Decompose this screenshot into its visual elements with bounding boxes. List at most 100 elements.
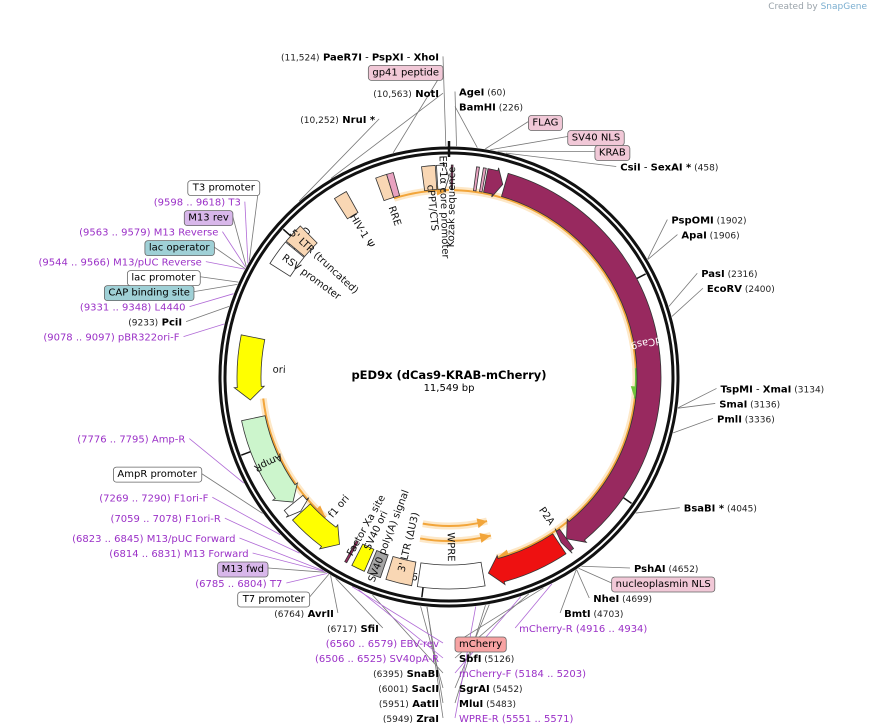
site-label-11-524-paer7i-pspxi-xhoi[interactable]: (11,524) PaeR7I - PspXI - XhoI <box>281 52 439 63</box>
site-label-9233-pcii[interactable]: (9233) PciI <box>128 318 182 329</box>
site-label-pspomi-1902[interactable]: PspOMI (1902) <box>671 216 746 227</box>
label-segment: (6395) <box>373 670 403 680</box>
site-label-t3-promoter[interactable]: T3 promoter <box>192 183 256 194</box>
feature-3-ltr-u3[interactable] <box>385 555 417 587</box>
site-label-lac-operator[interactable]: lac operator <box>149 243 210 254</box>
site-label-bsabi-4045[interactable]: BsaBI * (4045) <box>684 504 757 515</box>
site-label-6764-avrii[interactable]: (6764) AvrII <box>274 609 334 620</box>
site-label-sbfi-5126[interactable]: SbfI (5126) <box>459 654 514 665</box>
site-label-7776-7795-amp-r[interactable]: (7776 .. 7795) Amp-R <box>77 435 185 446</box>
feature-ampr-promoter[interactable] <box>283 494 310 518</box>
site-label-9563-9579-m13-reverse[interactable]: (9563 .. 9579) M13 Reverse <box>79 228 218 239</box>
site-label-ecorv-2400[interactable]: EcoRV (2400) <box>707 284 775 295</box>
site-label-10-563-noti[interactable]: (10,563) NotI <box>373 89 439 100</box>
site-label-sgrai-5452[interactable]: SgrAI (5452) <box>459 684 523 695</box>
site-label-lac-promoter[interactable]: lac promoter <box>131 273 196 284</box>
site-label-smai-3136[interactable]: SmaI (3136) <box>719 399 780 410</box>
site-label-gp41-peptide[interactable]: gp41 peptide <box>372 67 439 78</box>
site-label-cap-binding-site[interactable]: CAP binding site <box>108 288 190 299</box>
label-segment: EcoRV <box>707 284 742 295</box>
label-leader-line <box>239 537 324 572</box>
label-leader-line <box>200 472 263 514</box>
site-label-10-252-nrui[interactable]: (10,252) NruI * <box>300 115 376 126</box>
site-label-6717-sfii[interactable]: (6717) SfiI <box>327 624 379 635</box>
label-segment: PaeR7I <box>319 52 361 63</box>
site-label-6001-sacii[interactable]: (6001) SacII <box>378 684 439 695</box>
feature-rsv-promoter[interactable] <box>269 241 305 277</box>
label-segment: (6560 .. 6579) <box>326 639 398 650</box>
feature-sv40-nls[interactable] <box>479 167 487 193</box>
label-segment: SexAI <box>651 162 683 173</box>
site-label-mcherry-f-5184-5203[interactable]: mCherry-F (5184 .. 5203) <box>459 669 586 680</box>
site-label-6814-6831-m13-forward[interactable]: (6814 .. 6831) M13 Forward <box>109 549 248 560</box>
feature-flag[interactable] <box>473 166 480 192</box>
feature-5-ltr-truncated[interactable] <box>285 225 318 258</box>
site-label-9544-9566-m13-puc-reverse[interactable]: (9544 .. 9566) M13/pUC Reverse <box>38 258 201 269</box>
feature-krab[interactable] <box>483 167 504 198</box>
site-label-9598-9618-t3[interactable]: (9598 .. 9618) T3 <box>154 198 241 209</box>
feature-mcherry[interactable] <box>487 533 567 586</box>
site-label-6506-6525-sv40pa-r[interactable]: (6506 .. 6525) SV40pA-R <box>315 654 439 665</box>
site-label-nhei-4699[interactable]: NheI (4699) <box>593 594 652 605</box>
label-leader-line <box>308 574 330 599</box>
site-label-mcherry-r-4916-4934[interactable]: mCherry-R (4916 .. 4934) <box>519 624 647 635</box>
site-label-m13-fwd[interactable]: M13 fwd <box>222 564 264 575</box>
site-label-9331-9348-l4440[interactable]: (9331 .. 9348) L4440 <box>80 303 186 314</box>
feature-sv40-ori[interactable] <box>351 543 375 572</box>
feature-hiv-1[interactable] <box>333 190 359 220</box>
label-segment: T7 promoter <box>242 594 306 605</box>
label-leader-line <box>647 219 668 260</box>
site-label-csii-sexai-458[interactable]: CsiI - SexAI * (458) <box>620 162 718 173</box>
site-label-5951-aatii[interactable]: (5951) AatII <box>379 699 439 710</box>
label-segment: M13 rev <box>188 213 229 224</box>
site-label-6785-6804-t7[interactable]: (6785 .. 6804) T7 <box>195 579 282 590</box>
feature-cppt-cts[interactable] <box>421 165 438 192</box>
feature-ef-1-core-promoter[interactable] <box>436 161 450 193</box>
feature-label-ori: ori <box>272 364 285 376</box>
site-label-pshai-4652[interactable]: PshAI (4652) <box>634 564 698 575</box>
site-label-bmti-4703[interactable]: BmtI (4703) <box>564 609 623 620</box>
site-label-5949-zrai[interactable]: (5949) ZraI <box>383 714 439 725</box>
site-label-6823-6845-m13-puc-forward[interactable]: (6823 .. 6845) M13/pUC Forward <box>72 534 235 545</box>
site-label-t7-promoter[interactable]: T7 promoter <box>242 594 306 605</box>
site-label-7059-7078-f1ori-r[interactable]: (7059 .. 7078) F1ori-R <box>111 514 221 525</box>
site-label-tspmi-xmai-3134[interactable]: TspMI - XmaI (3134) <box>721 384 825 395</box>
feature-ori[interactable] <box>233 334 266 401</box>
site-label-apai-1906[interactable]: ApaI (1906) <box>681 231 739 242</box>
site-label-agei-60[interactable]: AgeI (60) <box>459 87 506 98</box>
label-segment: NruI <box>339 115 367 126</box>
label-segment: (9563 .. 9579) <box>79 228 151 239</box>
site-label-krab[interactable]: KRAB <box>599 147 626 158</box>
site-label-ampr-promoter[interactable]: AmpR promoter <box>117 469 197 480</box>
feature-label-f1-ori: f1 ori <box>327 493 352 520</box>
site-label-pmli-3336[interactable]: PmlI (3336) <box>717 414 775 425</box>
site-label-m13-rev[interactable]: M13 rev <box>188 213 229 224</box>
feature-factor-xa-site[interactable] <box>344 540 359 564</box>
site-label-pasi-2316[interactable]: PasI (2316) <box>701 269 757 280</box>
feature-label-box <box>367 64 444 81</box>
site-label-9078-9097-pbr322ori-f[interactable]: (9078 .. 9097) pBR322ori-F <box>43 333 179 344</box>
site-label-bamhi-226[interactable]: BamHI (226) <box>459 102 523 113</box>
feature-sv40-poly-a-signal[interactable] <box>366 550 389 579</box>
site-label-mlui-5483[interactable]: MluI (5483) <box>459 699 516 710</box>
label-segment: XmaI <box>763 384 792 395</box>
site-label-wpre-r-5551-5571[interactable]: WPRE-R (5551 .. 5571) <box>459 714 573 725</box>
feature-label-wpre: WPRE <box>445 532 456 561</box>
site-label-sv40-nls[interactable]: SV40 NLS <box>572 132 621 143</box>
site-label-mcherry[interactable]: mCherry <box>459 639 502 650</box>
site-label-flag[interactable]: FLAG <box>532 117 558 128</box>
site-label-6395-snabi[interactable]: (6395) SnaBI <box>373 669 439 680</box>
feature-f1-ori[interactable] <box>292 503 340 550</box>
label-segment: (6506 .. 6525) <box>315 654 387 665</box>
feature-dcas9[interactable] <box>500 172 662 543</box>
label-leader-line <box>189 438 245 484</box>
site-label-7269-7290-f1ori-f[interactable]: (7269 .. 7290) F1ori-F <box>99 493 208 504</box>
site-label-nucleoplasmin-nls[interactable]: nucleoplasmin NLS <box>616 579 711 590</box>
label-segment: (458) <box>691 163 718 173</box>
site-label-6560-6579-ebv-rev[interactable]: (6560 .. 6579) EBV-rev <box>326 639 439 650</box>
feature-wpre[interactable] <box>416 561 486 590</box>
feature-kozak-sequence[interactable] <box>450 164 454 190</box>
feature-ampr[interactable] <box>241 415 299 503</box>
feature-gp41-peptide[interactable] <box>386 171 401 198</box>
feature-p2a[interactable] <box>554 528 575 554</box>
